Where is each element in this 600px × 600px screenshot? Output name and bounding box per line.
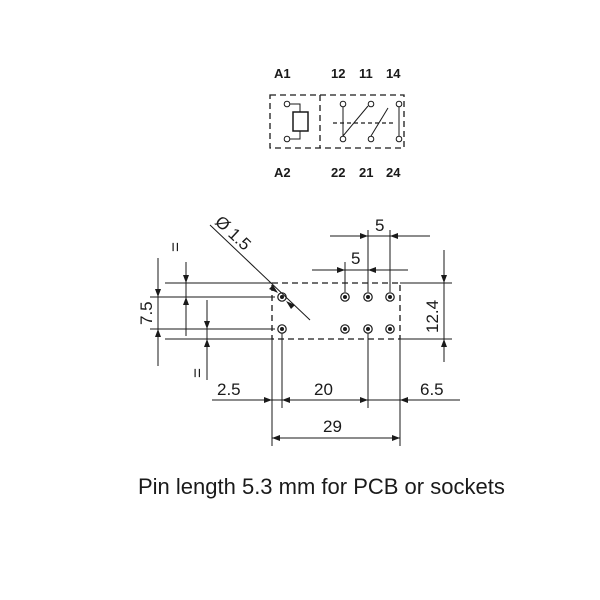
diameter-leader: Ø 1.5 <box>209 212 311 321</box>
pitch-top-dimension: 5 <box>330 216 430 292</box>
total-length-dimension: 29 <box>272 417 400 441</box>
terminal-label-14: 14 <box>386 66 401 81</box>
terminal-label-24: 24 <box>386 165 401 180</box>
pitch-second-dimension: 5 <box>312 249 408 292</box>
pcb-footprint: Ø 1.5 5 5 7.5 <box>137 212 460 446</box>
relay-outline <box>271 282 401 340</box>
pin-hole <box>385 324 395 334</box>
row-spacing-dimension: 7.5 <box>137 258 275 366</box>
left-offset-value: 2.5 <box>217 380 241 399</box>
terminal-label-a2: A2 <box>274 165 291 180</box>
pin-hole <box>363 324 373 334</box>
terminal-label-11: 11 <box>359 66 373 81</box>
changeover-contact-1 <box>339 100 375 143</box>
pin-hole <box>363 292 373 302</box>
total-length-value: 29 <box>323 417 342 436</box>
pin-hole <box>277 324 287 334</box>
terminal-label-22: 22 <box>331 165 345 180</box>
equal-mark-bottom: = <box>188 368 207 378</box>
diameter-dimension: Ø 1.5 <box>211 212 254 254</box>
changeover-contact-2 <box>367 100 403 143</box>
pin-hole <box>385 292 395 302</box>
span-value: 20 <box>314 380 333 399</box>
pitch-second-value: 5 <box>351 249 360 268</box>
height-dimension: 12.4 <box>400 250 452 362</box>
right-offset-value: 6.5 <box>420 380 444 399</box>
row-spacing-value: 7.5 <box>137 301 156 325</box>
pitch-top-value: 5 <box>375 216 384 235</box>
terminal-label-a1: A1 <box>274 66 291 81</box>
terminal-label-12: 12 <box>331 66 345 81</box>
schematic-dashed-frame <box>269 94 405 149</box>
symmetry-marks: = = <box>165 242 272 380</box>
height-value: 12.4 <box>423 300 442 333</box>
pin-holes <box>277 292 395 334</box>
coil-symbol <box>283 100 309 143</box>
equal-mark-top: = <box>166 242 185 252</box>
pin-length-caption: Pin length 5.3 mm for PCB or sockets <box>138 474 505 499</box>
contact-schematic: A1 12 11 14 A2 22 21 24 <box>269 66 405 180</box>
pin-hole <box>340 292 350 302</box>
pin-hole <box>340 324 350 334</box>
terminal-label-21: 21 <box>359 165 373 180</box>
horizontal-offset-dimensions: 2.5 20 6.5 <box>212 333 460 446</box>
